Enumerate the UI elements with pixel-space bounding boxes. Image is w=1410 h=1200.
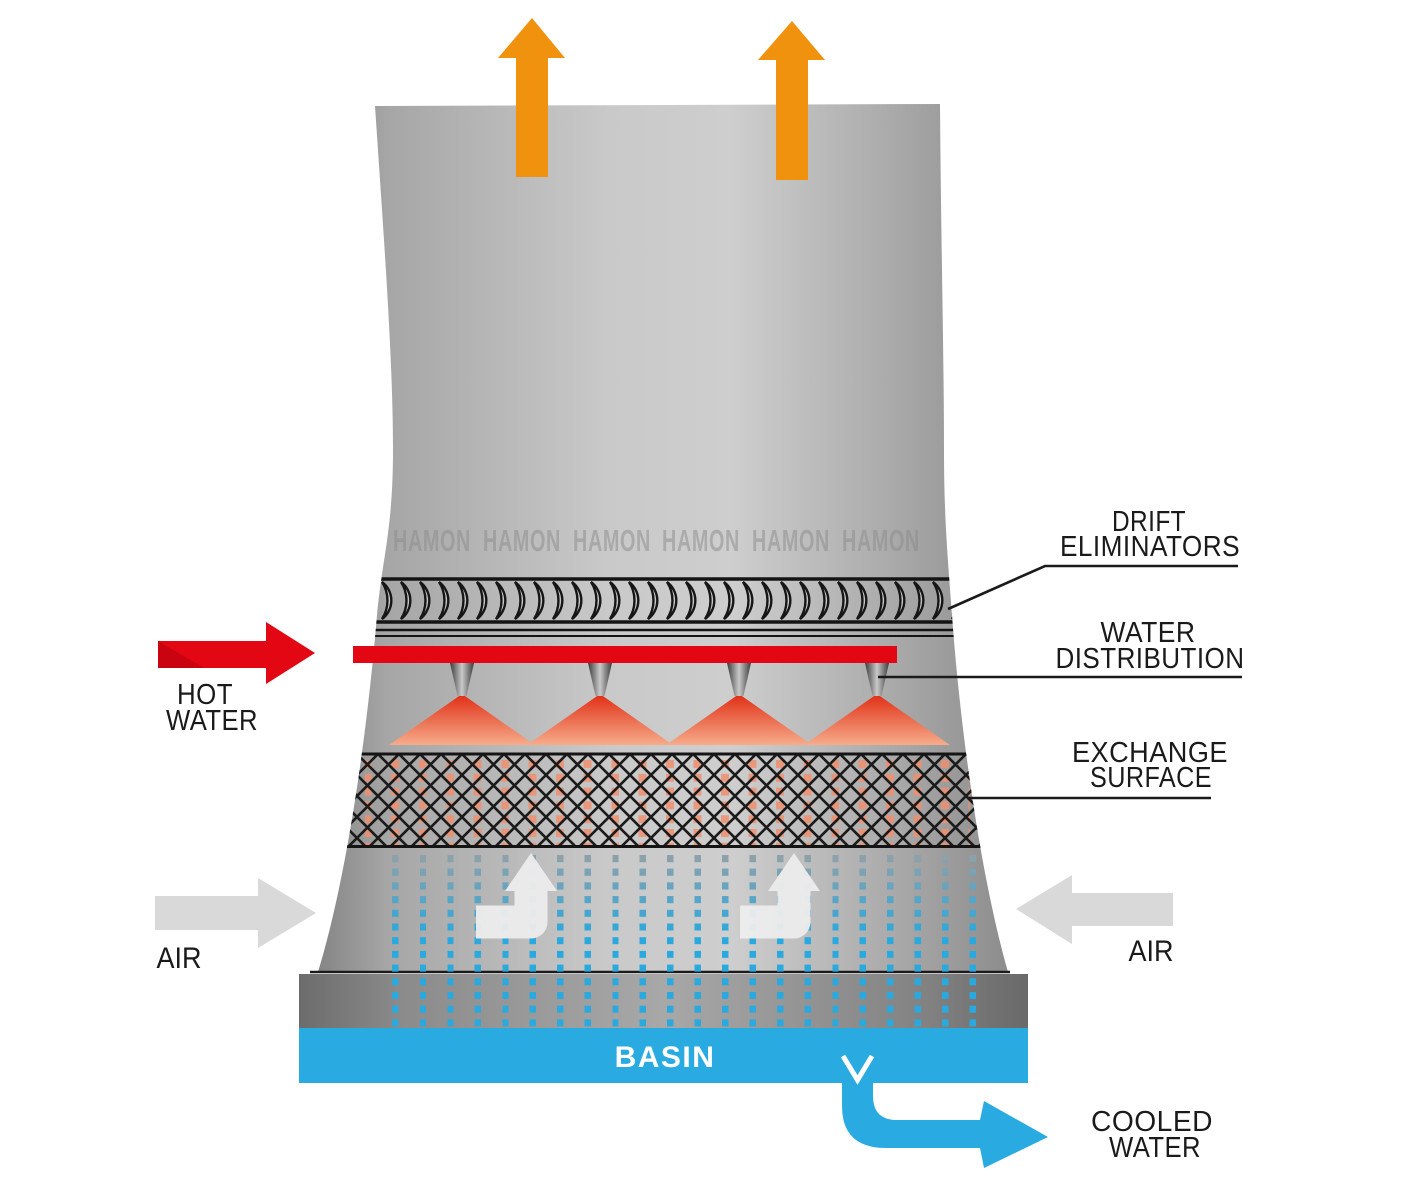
updraft-arrow-left — [476, 889, 548, 939]
spray-cone-2 — [527, 694, 673, 745]
hot-water-arrow — [158, 622, 315, 684]
water-dist-label-line2: DISTRIBUTION — [1056, 643, 1245, 675]
brand-watermark: HAMON — [393, 523, 471, 558]
plume-arrow-left — [498, 18, 565, 177]
spray-cone-1 — [389, 694, 535, 745]
callout-exchange-surface: EXCHANGE SURFACE — [967, 737, 1228, 800]
plume-arrows — [498, 18, 825, 180]
air-right-label: AIR — [1129, 935, 1174, 968]
drift-eliminators-band — [340, 577, 1008, 637]
cooled-water-label-line1: COOLED — [1091, 1106, 1213, 1138]
air-arrow-left — [155, 878, 316, 948]
exchange-label-line2: SURFACE — [1090, 762, 1212, 794]
air-inlets: AIR AIR — [155, 875, 1174, 975]
spray-nozzle-3 — [727, 663, 751, 696]
cooled-water-arrow — [842, 1082, 1048, 1168]
hot-water-label-line1: HOT — [177, 679, 233, 711]
drift-leader-line — [947, 564, 1238, 611]
cooled-water-label: COOLED WATER — [1091, 1106, 1213, 1164]
exchange-label-line1: EXCHANGE — [1072, 737, 1228, 769]
basin — [299, 1028, 1028, 1083]
drift-label-line1: DRIFT — [1112, 506, 1186, 538]
updraft-arrow-right-head — [768, 853, 820, 891]
exchange-surface-band — [340, 752, 1008, 848]
spray-nozzle-1 — [450, 663, 474, 696]
brand-watermark: HAMON — [662, 523, 740, 558]
air-left-label: AIR — [157, 942, 202, 975]
cooled-water-label-line2: WATER — [1109, 1132, 1201, 1164]
water-dist-label-line1: WATER — [1101, 617, 1196, 649]
air-arrow-right — [1016, 875, 1173, 944]
spray-nozzle-2 — [588, 663, 612, 696]
brand-watermark: HAMON — [483, 523, 561, 558]
plume-arrow-right — [758, 21, 825, 180]
brand-watermark: HAMON — [573, 523, 651, 558]
spray-cones — [389, 694, 950, 745]
spray-cone-4 — [804, 694, 950, 745]
spray-nozzles — [450, 663, 889, 696]
updraft-arrows — [476, 853, 820, 939]
brand-watermark: HAMON — [752, 523, 830, 558]
updraft-arrow-left-head — [505, 853, 557, 891]
spray-cone-3 — [666, 694, 812, 745]
basin-label: BASIN — [615, 1041, 716, 1074]
callout-water-distribution: WATER DISTRIBUTION — [878, 617, 1245, 679]
callout-drift-eliminators: DRIFT ELIMINATORS — [947, 506, 1240, 611]
hot-water-arrow-shade — [158, 641, 204, 668]
rain-zone — [388, 851, 992, 1027]
brand-watermark-row: HAMON HAMON HAMON HAMON HAMON HAMON — [393, 523, 920, 558]
drift-label-line2: ELIMINATORS — [1060, 531, 1240, 563]
hot-water-inlet: HOT WATER — [158, 622, 315, 737]
updraft-arrow-right — [740, 889, 811, 939]
brand-watermark: HAMON — [842, 523, 920, 558]
spray-nozzle-4 — [865, 663, 889, 696]
hot-water-label-line2: WATER — [166, 705, 258, 737]
water-distribution-pipe — [353, 646, 897, 663]
outlet-notch-icon — [840, 1054, 875, 1085]
